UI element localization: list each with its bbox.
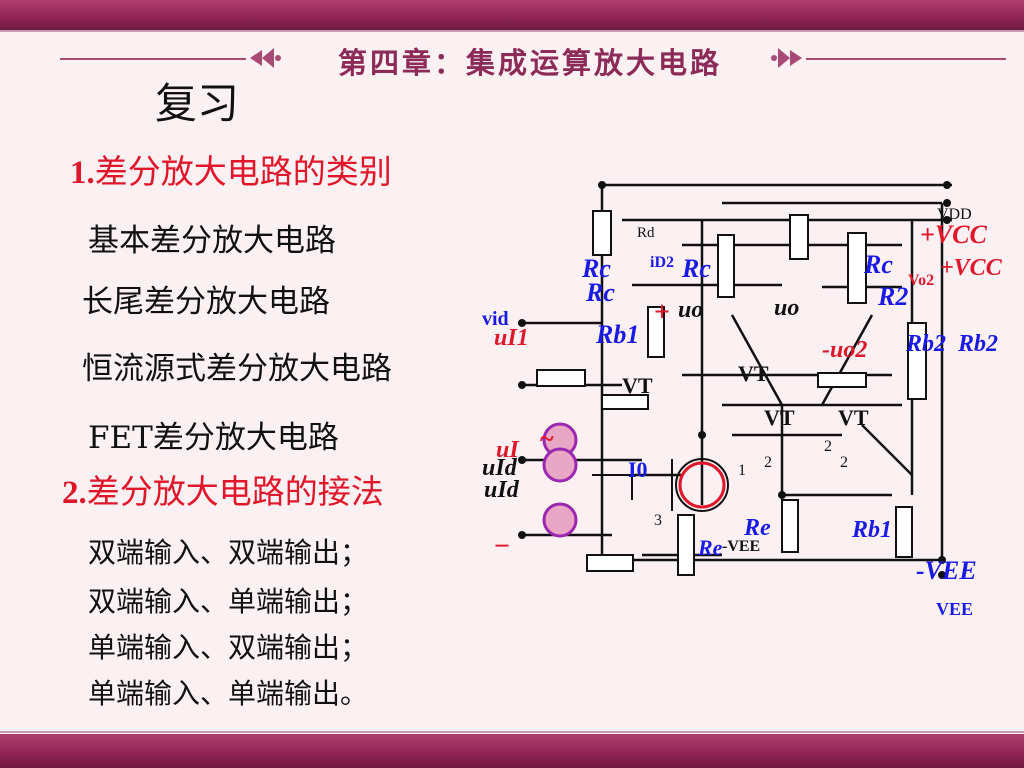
label-rb1b: Rb1 bbox=[851, 517, 892, 543]
label-rc: Rc bbox=[581, 254, 611, 283]
label-node2c: 2 bbox=[840, 454, 848, 471]
label-vt4: VT bbox=[838, 405, 869, 430]
label-r2: R2 bbox=[877, 282, 908, 311]
circuit-transistors bbox=[592, 458, 729, 512]
label-tilde: ~ bbox=[540, 424, 554, 453]
label-uid: uId bbox=[482, 455, 518, 481]
label-rd: Rd bbox=[637, 225, 655, 241]
label-i0: I0 bbox=[628, 457, 648, 482]
label-rc3: Rc bbox=[681, 254, 711, 283]
ornament-left-icon bbox=[250, 48, 281, 68]
top-band bbox=[0, 0, 1024, 30]
label-ui1: uI1 bbox=[494, 325, 529, 351]
label-vdd: VDD bbox=[937, 206, 972, 223]
label-rb2: Rb2 bbox=[905, 331, 946, 357]
label-uo2: uo bbox=[774, 295, 799, 321]
label-vt3: VT bbox=[764, 405, 795, 430]
label-vcc2: +VCC bbox=[940, 255, 1003, 281]
label-plus: + bbox=[654, 297, 670, 328]
label-uo: uo bbox=[678, 297, 703, 323]
signal-sources bbox=[542, 422, 578, 538]
circuit-labels: VDD +VCC +VCC Vo2 Rd iD2 Rc Rc Rc Rc R2 … bbox=[482, 206, 1003, 619]
label-rb1: Rb1 bbox=[595, 320, 639, 349]
bottom-band-line bbox=[0, 731, 1024, 733]
label-vee2: -VEE bbox=[916, 556, 977, 585]
label-rc4: Rc bbox=[863, 250, 893, 279]
label-vcc: +VCC bbox=[920, 220, 987, 249]
label-rc2: Rc bbox=[585, 278, 615, 307]
section1-title: 差分放大电路的类别 bbox=[94, 152, 392, 191]
section2-title: 差分放大电路的接法 bbox=[86, 472, 384, 511]
connection-single-dual: 单端输入、双端输出； bbox=[88, 631, 369, 664]
category-basic: 基本差分放大电路 bbox=[88, 223, 336, 259]
label-vid: vid bbox=[482, 308, 509, 330]
section2-number: 2. bbox=[62, 475, 87, 511]
bottom-band bbox=[0, 734, 1024, 768]
current-source-icon bbox=[678, 461, 726, 509]
label-rb2b: Rb2 bbox=[957, 331, 998, 357]
label-node2b: 2 bbox=[824, 438, 832, 455]
category-current-source: 恒流源式差分放大电路 bbox=[82, 351, 392, 387]
circuit-wires bbox=[522, 183, 952, 562]
connection-dual-dual: 双端输入、双端输出； bbox=[88, 536, 369, 569]
section2-heading: 2.差分放大电路的接法 bbox=[62, 465, 384, 513]
top-band-line bbox=[0, 30, 1024, 32]
circuit-diagram: VDD +VCC +VCC Vo2 Rd iD2 Rc Rc Rc Rc R2 … bbox=[482, 181, 1003, 619]
title-rule-right bbox=[806, 58, 1006, 60]
title-rule-left bbox=[60, 58, 246, 60]
label-node2: 2 bbox=[764, 454, 772, 471]
category-fet: FET差分放大电路 bbox=[88, 420, 339, 456]
connection-single-single: 单端输入、单端输出。 bbox=[88, 677, 369, 710]
connection-dual-single: 双端输入、单端输出； bbox=[88, 585, 369, 618]
label-re2: Re bbox=[697, 535, 723, 560]
ornament-right-icon bbox=[771, 48, 802, 68]
label-vt: VT bbox=[622, 373, 653, 398]
circuit-nodes bbox=[518, 181, 951, 579]
label-vo2: Vo2 bbox=[908, 272, 934, 289]
label-node1: 1 bbox=[738, 462, 746, 479]
category-long-tail: 长尾差分放大电路 bbox=[82, 284, 330, 320]
label-uo-neg: -uo2 bbox=[822, 337, 867, 363]
label-minus: − bbox=[494, 531, 510, 562]
chapter-title: 第四章：集成运算放大电路 bbox=[337, 46, 722, 80]
circuit-resistors bbox=[536, 210, 927, 576]
label-re: Re bbox=[743, 515, 771, 541]
section1-heading: 1.差分放大电路的类别 bbox=[70, 145, 392, 193]
label-id2: iD2 bbox=[650, 254, 674, 271]
review-heading: 复习 bbox=[155, 79, 240, 128]
label-node3: 3 bbox=[654, 512, 662, 529]
section1-number: 1. bbox=[70, 155, 95, 191]
label-vt2: VT bbox=[738, 361, 769, 386]
label-uid2: uId bbox=[484, 477, 520, 503]
label-ui: uI bbox=[496, 437, 520, 463]
label-vee: -VEE bbox=[722, 538, 760, 555]
label-vee3: VEE bbox=[936, 599, 973, 619]
